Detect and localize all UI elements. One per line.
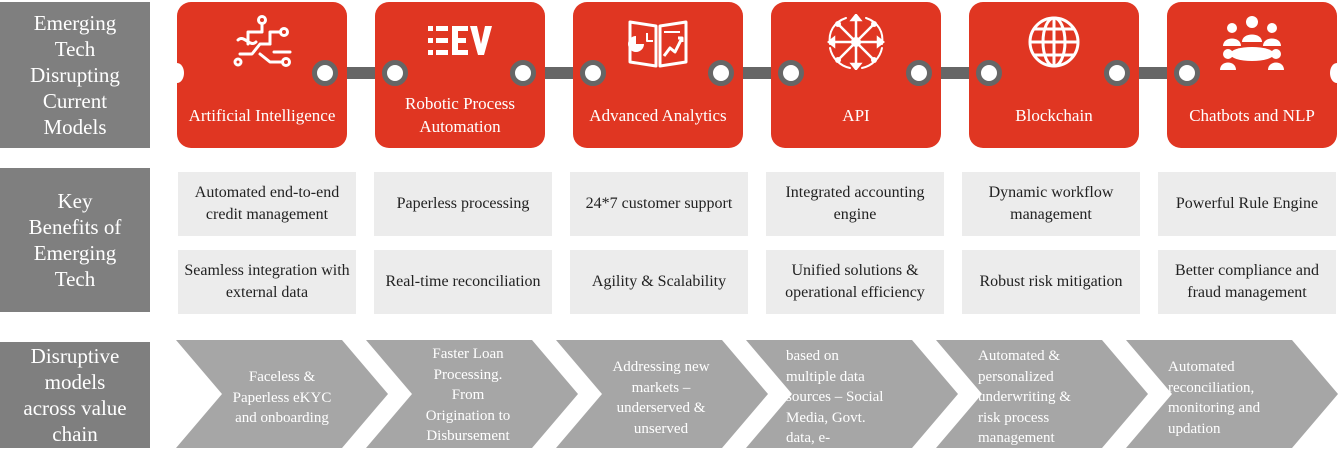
benefit-bottom: Better compliance and fraud management	[1158, 250, 1336, 314]
card-edge-notch	[170, 63, 184, 83]
connector-node	[312, 60, 338, 86]
connector-node	[906, 60, 932, 86]
model-text: Faster Loan Processing. From Origination…	[425, 346, 511, 444]
people-meeting-icon	[1220, 16, 1284, 70]
model-text: Automated reconciliation, monitoring and…	[1168, 359, 1261, 437]
globe-icon	[1028, 16, 1080, 68]
connector-node	[708, 60, 734, 86]
connector-node	[382, 60, 408, 86]
analytics-report-icon	[628, 20, 688, 68]
benefit-top: Automated end-to-end credit management	[178, 172, 356, 236]
row-label-disruptive-models: Disruptive models across value chain	[0, 342, 150, 448]
tech-label: Artificial Intelligence	[188, 105, 336, 125]
benefit-top: Dynamic workflow management	[962, 172, 1140, 236]
tech-card-artificial-intelligence: Artificial Intelligence	[177, 2, 347, 148]
benefit-bottom: Seamless integration with external data	[178, 250, 356, 314]
benefit-bottom: Real-time reconciliation	[374, 250, 552, 314]
rpa-ev-icon	[428, 26, 492, 55]
card-edge-notch	[1330, 63, 1340, 83]
chevron-shape	[1126, 340, 1338, 448]
tech-label: API	[842, 105, 870, 125]
connector-node	[1174, 60, 1200, 86]
chevron-shape	[366, 340, 578, 448]
benefit-top: Powerful Rule Engine	[1158, 172, 1336, 236]
model-text: Faceless & Paperless eKYC and onboarding	[232, 369, 332, 426]
connector-node	[778, 60, 804, 86]
tech-label: Advanced Analytics	[589, 105, 727, 125]
tech-label: Chatbots and NLP	[1189, 105, 1315, 125]
api-network-icon	[826, 14, 886, 70]
benefit-top: Paperless processing	[374, 172, 552, 236]
row-label-key-benefits: Key Benefits of Emerging Tech	[0, 168, 150, 312]
model-text: Automated & personalized underwriting & …	[978, 348, 1071, 446]
model-text: Addressing new markets – underserved & u…	[612, 359, 710, 437]
chevron-shape	[556, 340, 768, 448]
benefit-bottom: Unified solutions & operational efficien…	[766, 250, 944, 314]
value-chain-chevrons	[176, 340, 1338, 448]
connector-node	[976, 60, 1002, 86]
connector-node	[510, 60, 536, 86]
ai-circuit-icon	[233, 15, 292, 67]
connector-node	[580, 60, 606, 86]
benefit-top: Integrated accounting engine	[766, 172, 944, 236]
row-label-emerging-tech: Emerging Tech Disrupting Current Models	[0, 2, 150, 148]
tech-label: Blockchain	[1015, 105, 1093, 125]
benefit-bottom: Agility & Scalability	[570, 250, 748, 314]
tech-label: Robotic Process Automation	[404, 94, 516, 136]
model-text: based on multiple data sources – Social …	[786, 348, 884, 446]
chevron-shape	[746, 340, 958, 448]
chevron-shape	[936, 340, 1148, 448]
chevron-shape	[176, 340, 388, 448]
connector-node	[1104, 60, 1130, 86]
benefit-bottom: Robust risk mitigation	[962, 250, 1140, 314]
benefit-top: 24*7 customer support	[570, 172, 748, 236]
